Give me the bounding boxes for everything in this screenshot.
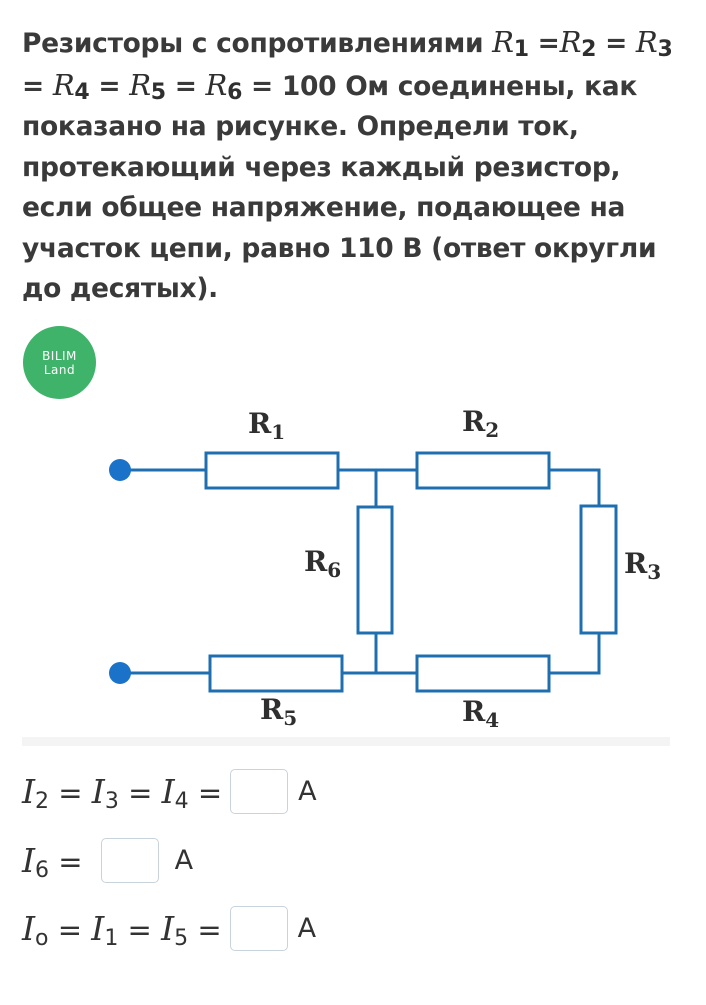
math-r1: R1 — [492, 25, 529, 62]
equation-i2-i3-i4: I2 = I3 = I4 = — [22, 771, 223, 814]
equation-i6: I6 = — [22, 840, 83, 883]
eq-sign: = — [605, 28, 627, 59]
answer-row-i2-i3-i4: I2 = I3 = I4 = A — [22, 766, 317, 816]
eq-sign: = — [174, 70, 197, 102]
logo-line1: BILIM — [42, 348, 77, 363]
label-r6: R6 — [304, 545, 341, 582]
divider — [22, 737, 670, 746]
question-values: = 100 Ом соединены, как показано на рису… — [22, 70, 657, 305]
question-text: Резисторы с сопротивлениями R1 =R2 = R3 … — [22, 22, 686, 310]
circuit-diagram: R1 R2 R3 R4 R5 R6 — [109, 405, 661, 732]
label-r2: R2 — [462, 405, 499, 442]
wire-top-right — [549, 468, 601, 506]
terminal-bottom — [109, 662, 131, 684]
question-intro: Резисторы с сопротивлениями — [22, 28, 484, 59]
answer-input-i6[interactable] — [100, 837, 159, 883]
resistor-r4 — [415, 654, 551, 693]
unit-label: A — [297, 912, 317, 944]
answer-row-i6: I6 = A — [22, 835, 193, 885]
label-r4: R4 — [462, 695, 499, 732]
resistor-r6 — [356, 505, 394, 635]
resistor-r1 — [204, 451, 340, 490]
unit-label: A — [298, 775, 317, 807]
resistor-r2 — [415, 451, 551, 490]
eq-sign: = — [537, 28, 560, 59]
unit-label: A — [174, 844, 194, 876]
bilimland-logo: BILIM Land — [23, 326, 96, 399]
math-r4: R4 — [52, 67, 90, 105]
math-r2: R2 — [559, 25, 597, 62]
math-r5: R5 — [129, 67, 166, 105]
label-r5: R5 — [260, 693, 297, 730]
label-r1: R1 — [248, 407, 285, 444]
resistor-r5 — [208, 654, 344, 693]
answer-row-io-i1-i5: Io = I1 = I5 = A — [22, 903, 316, 953]
logo-line2: Land — [43, 362, 76, 377]
answer-input-i2-i3-i4[interactable] — [230, 768, 289, 814]
answer-input-io-i1-i5[interactable] — [229, 905, 288, 951]
equation-io-i1-i5: Io = I1 = I5 = — [22, 908, 222, 951]
resistor-r3 — [579, 504, 618, 635]
eq-sign: = — [98, 70, 121, 102]
terminal-top — [109, 459, 131, 481]
label-r3: R3 — [624, 547, 661, 584]
math-r6: R6 — [205, 67, 243, 105]
eq-sign: = — [22, 70, 44, 102]
wire-bottom-right — [549, 633, 601, 675]
math-r3: R3 — [635, 25, 673, 62]
